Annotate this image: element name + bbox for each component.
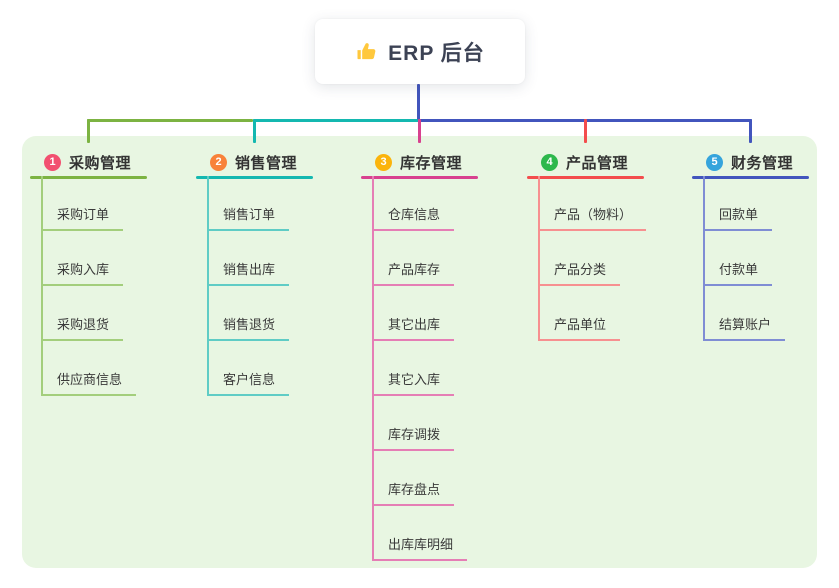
leaf-node[interactable]: 产品分类 — [538, 258, 621, 286]
leaf-node[interactable]: 结算账户 — [703, 313, 786, 341]
branch-node-2[interactable]: 2 销售管理 — [196, 151, 313, 173]
branch-4: 4 产品管理产品（物料） 产品分类产品单位 — [527, 151, 647, 341]
leaf-node-label: 仓库信息 — [388, 207, 441, 222]
leaf-node-label: 产品分类 — [554, 262, 607, 277]
branch-number-badge: 2 — [210, 153, 227, 171]
branch-underline — [30, 176, 147, 179]
branch-number-badge: 4 — [541, 153, 558, 171]
branch-label: 财务管理 — [731, 154, 794, 172]
leaf-node[interactable]: 采购订单 — [41, 203, 124, 231]
branch-node-4[interactable]: 4 产品管理 — [527, 151, 644, 173]
branch-vertical-line — [207, 176, 209, 396]
leaf-node[interactable]: 付款单 — [703, 258, 773, 286]
leaf-node[interactable]: 产品单位 — [538, 313, 621, 341]
leaf-node[interactable]: 产品（物料） — [538, 203, 647, 231]
leaf-node-label: 供应商信息 — [57, 372, 123, 387]
leaf-node-label: 销售订单 — [223, 207, 276, 222]
leaf-node-label: 库存盘点 — [388, 482, 441, 497]
branch-underline — [692, 176, 809, 179]
branch-drop-line-2 — [253, 119, 256, 143]
branch-number-badge: 3 — [375, 153, 392, 171]
root-node-erp[interactable]: ERP 后台 — [315, 19, 525, 84]
branch-label: 库存管理 — [400, 154, 463, 172]
branch-2: 2 销售管理销售订单销售出库销售退货客户信息 — [196, 151, 313, 396]
branch-number-badge: 1 — [44, 153, 61, 171]
branch-node-3[interactable]: 3 库存管理 — [361, 151, 478, 173]
branch-vertical-line — [372, 176, 374, 561]
leaf-node-label: 采购退货 — [57, 317, 110, 332]
branches-background-panel — [22, 136, 817, 568]
branch-vertical-line — [703, 176, 705, 341]
leaf-node-label: 产品（物料） — [554, 207, 633, 222]
leaf-node[interactable]: 采购入库 — [41, 258, 124, 286]
leaf-node-label: 销售退货 — [223, 317, 276, 332]
root-node-title: ERP 后台 — [388, 41, 485, 65]
leaf-node[interactable]: 回款单 — [703, 203, 773, 231]
leaf-node[interactable]: 库存调拨 — [372, 423, 455, 451]
branch-1: 1 采购管理采购订单采购入库采购退货供应商信息 — [30, 151, 147, 396]
leaf-node[interactable]: 销售出库 — [207, 258, 290, 286]
branch-drop-line-4 — [584, 119, 587, 143]
branch-3: 3 库存管理仓库信息产品库存其它出库其它入库库存调拨库存盘点出库库明细 — [361, 151, 478, 561]
branch-vertical-line — [41, 176, 43, 396]
leaf-node-label: 付款单 — [719, 262, 759, 277]
leaf-node[interactable]: 库存盘点 — [372, 478, 455, 506]
leaf-node-label: 采购订单 — [57, 207, 110, 222]
branch-underline — [196, 176, 313, 179]
leaf-node-label: 采购入库 — [57, 262, 110, 277]
branch-vertical-line — [538, 176, 540, 341]
branch-number-badge: 5 — [706, 153, 723, 171]
leaf-node[interactable]: 其它入库 — [372, 368, 455, 396]
branch-drop-line-3 — [418, 119, 421, 143]
bus-segment-2 — [253, 119, 418, 122]
branch-drop-line-5 — [749, 119, 752, 143]
leaf-node-label: 其它出库 — [388, 317, 441, 332]
leaf-node-label: 其它入库 — [388, 372, 441, 387]
leaf-node-label: 出库库明细 — [388, 537, 454, 552]
leaf-node-label: 回款单 — [719, 207, 759, 222]
leaf-node-label: 销售出库 — [223, 262, 276, 277]
branch-node-1[interactable]: 1 采购管理 — [30, 151, 147, 173]
leaf-node[interactable]: 出库库明细 — [372, 533, 468, 561]
leaf-node-label: 产品库存 — [388, 262, 441, 277]
leaf-node[interactable]: 仓库信息 — [372, 203, 455, 231]
leaf-node-label: 产品单位 — [554, 317, 607, 332]
leaf-node[interactable]: 供应商信息 — [41, 368, 137, 396]
leaf-node[interactable]: 产品库存 — [372, 258, 455, 286]
branch-label: 产品管理 — [566, 154, 629, 172]
branch-5: 5 财务管理回款单付款单结算账户 — [692, 151, 809, 341]
branch-label: 销售管理 — [235, 154, 298, 172]
bus-segment-1 — [87, 119, 253, 122]
branch-label: 采购管理 — [69, 154, 132, 172]
leaf-node[interactable]: 销售退货 — [207, 313, 290, 341]
branch-underline — [361, 176, 478, 179]
leaf-node-label: 结算账户 — [719, 317, 772, 332]
root-connector-line — [417, 84, 420, 122]
branch-node-5[interactable]: 5 财务管理 — [692, 151, 809, 173]
thumbs-up-icon — [355, 40, 378, 63]
leaf-node[interactable]: 采购退货 — [41, 313, 124, 341]
leaf-node[interactable]: 其它出库 — [372, 313, 455, 341]
leaf-node-label: 库存调拨 — [388, 427, 441, 442]
branch-drop-line-1 — [87, 119, 90, 143]
branch-underline — [527, 176, 644, 179]
leaf-node-label: 客户信息 — [223, 372, 276, 387]
leaf-node[interactable]: 销售订单 — [207, 203, 290, 231]
leaf-node[interactable]: 客户信息 — [207, 368, 290, 396]
